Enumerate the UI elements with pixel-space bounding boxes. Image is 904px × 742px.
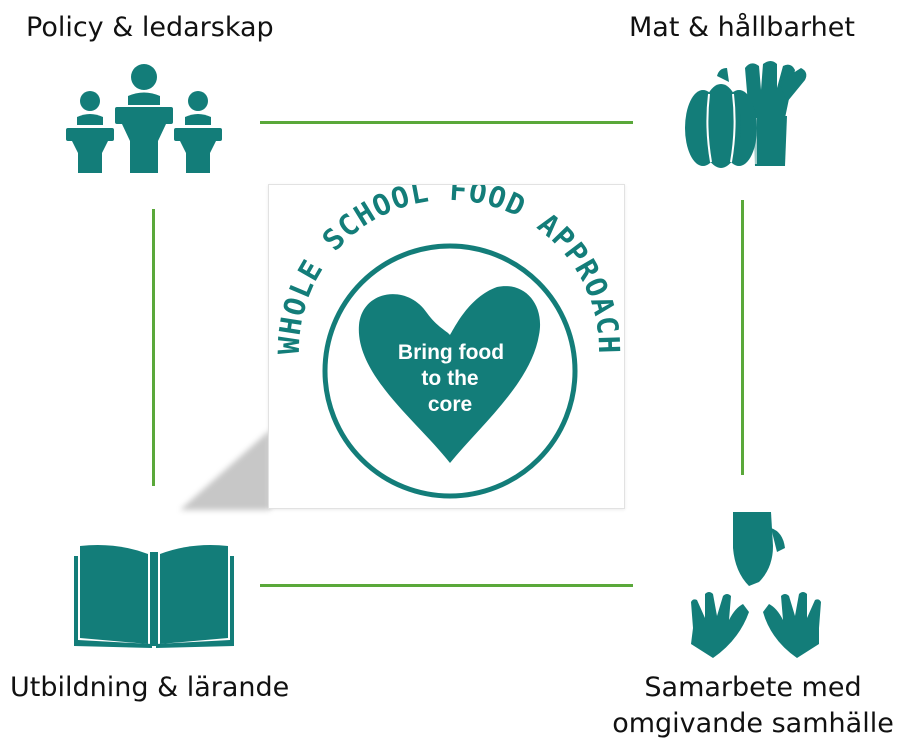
connector-right	[741, 200, 744, 475]
open-book-icon	[74, 540, 234, 648]
connector-top	[260, 121, 633, 124]
logo-shadow	[180, 430, 270, 510]
logo-ring	[322, 243, 578, 499]
label-policy-leadership: Policy & ledarskap	[26, 12, 274, 43]
heart-text-line-2: to the	[421, 367, 478, 390]
whole-school-food-approach-logo: WHOLE SCHOOL FOOD APPROACH Bring food to…	[268, 173, 626, 509]
label-community-collaboration: Samarbete med omgivande samhälle	[608, 670, 898, 742]
label-food-sustainability: Mat & hållbarhet	[629, 12, 855, 43]
logo-arc-text: WHOLE SCHOOL FOOD APPROACH	[272, 185, 626, 355]
people-podium-icon	[62, 63, 222, 178]
label-education-learning: Utbildning & lärande	[10, 672, 290, 703]
heart-text-line-3: core	[428, 393, 472, 416]
label-community-line-1: Samarbete med	[644, 672, 862, 703]
label-community-line-2: omgivande samhälle	[612, 708, 894, 739]
heart-icon	[358, 286, 541, 463]
hands-together-icon	[683, 508, 828, 660]
heart-text-line-1: Bring food	[398, 341, 504, 364]
pumpkin-leek-icon	[683, 58, 811, 170]
logo-graphic: WHOLE SCHOOL FOOD APPROACH Bring food to…	[272, 173, 626, 499]
connector-left	[152, 209, 155, 486]
connector-bottom	[260, 584, 633, 587]
